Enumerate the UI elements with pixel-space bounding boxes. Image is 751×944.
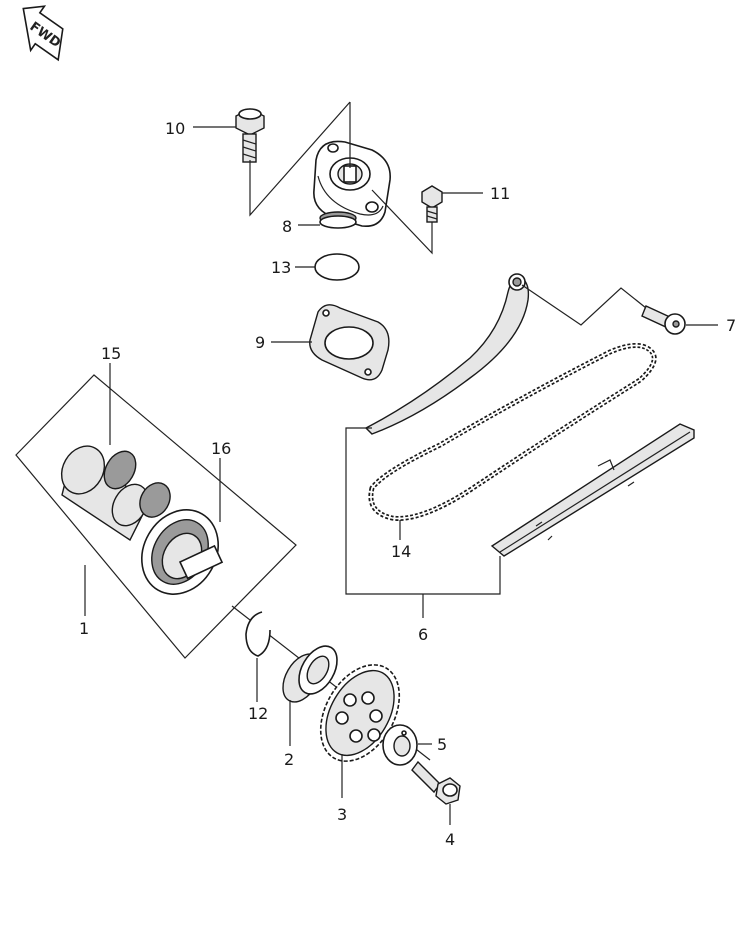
bolt-10 [235, 108, 265, 163]
callout-8: 8 [282, 217, 292, 236]
gasket-9 [309, 304, 390, 381]
callout-14: 14 [391, 542, 411, 561]
spring-8 [319, 211, 357, 229]
tensioner-body [313, 140, 391, 228]
callout-10: 10 [165, 119, 185, 138]
washer-5 [382, 724, 418, 766]
pin-12 [245, 611, 271, 657]
callout-5: 5 [437, 735, 447, 754]
callout-13: 13 [271, 258, 291, 277]
cam-chain-14 [368, 343, 657, 521]
callout-2: 2 [284, 750, 294, 769]
fwd-arrow-icon: FWD [22, 5, 64, 62]
sprocket-3 [319, 664, 401, 762]
bolt-11 [421, 185, 443, 223]
bolt-7 [641, 305, 686, 335]
callout-11: 11 [490, 184, 510, 203]
o-ring-13 [314, 253, 360, 281]
callout-4: 4 [445, 830, 455, 849]
leader-tensioner-left [249, 101, 351, 217]
bolt-4 [411, 760, 461, 805]
callout-7: 7 [726, 316, 736, 335]
camshaft-15 [60, 445, 171, 542]
leader-bolt-7-link [521, 284, 647, 326]
leader-6-bracket [345, 427, 501, 595]
callout-15: 15 [101, 344, 121, 363]
spacer-2 [282, 645, 338, 703]
chain-guide [490, 423, 695, 557]
callout-6: 6 [418, 625, 428, 644]
callout-1: 1 [79, 619, 89, 638]
bearing-16 [141, 509, 224, 595]
leader-tensioner-right [371, 189, 433, 255]
callout-12: 12 [248, 704, 268, 723]
callout-9: 9 [255, 333, 265, 352]
callout-16: 16 [211, 439, 231, 458]
camshaft-assembly-frame [15, 374, 297, 659]
tensioner-slipper [364, 273, 530, 435]
callout-3: 3 [337, 805, 347, 824]
